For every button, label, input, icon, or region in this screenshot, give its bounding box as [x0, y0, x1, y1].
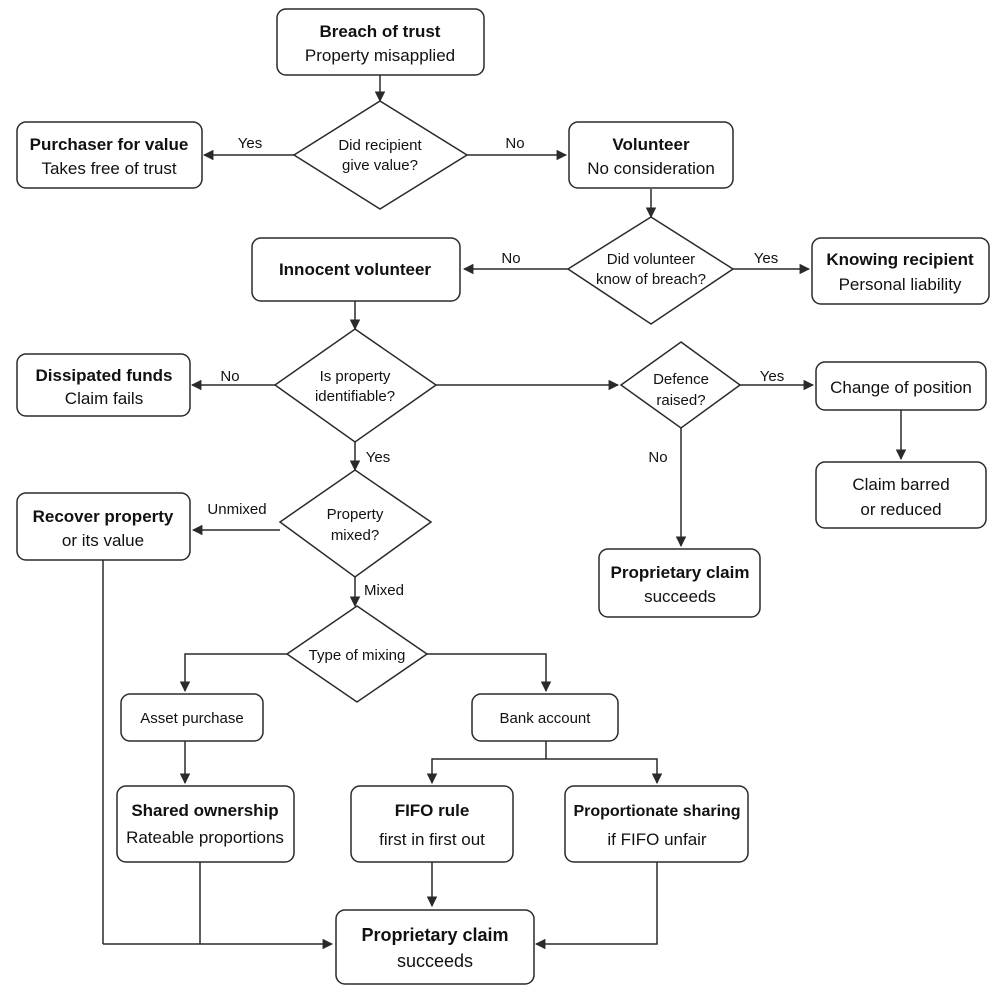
decision-line2: mixed? — [331, 527, 379, 544]
node-title: Proportionate sharing — [573, 803, 740, 820]
node-shared-ownership: Shared ownership Rateable proportions — [116, 785, 295, 863]
node-subtitle: Personal liability — [839, 275, 962, 294]
label-ident-no: No — [220, 368, 239, 385]
node-dissipated-funds: Dissipated funds Claim fails — [16, 353, 191, 417]
node-innocent-volunteer: Innocent volunteer — [251, 237, 461, 302]
decision-line1: Did volunteer — [607, 251, 695, 268]
label-know-no: No — [501, 250, 520, 267]
node-subtitle: first in first out — [379, 830, 485, 849]
node-line2: or reduced — [860, 500, 941, 519]
decision-line1: Is property — [320, 368, 391, 385]
decision-line2: raised? — [656, 392, 705, 409]
decision-gave-value: Did recipient give value? — [292, 100, 469, 210]
node-title: Shared ownership — [131, 801, 278, 820]
node-title: Knowing recipient — [826, 250, 974, 269]
decision-type-of-mixing: Type of mixing — [285, 605, 429, 703]
node-title: Dissipated funds — [36, 366, 173, 385]
node-subtitle: Property misapplied — [305, 46, 455, 65]
node-title: Recover property — [33, 507, 174, 526]
decision-property-mixed: Property mixed? — [278, 469, 433, 578]
edge-bank-to-fifo — [426, 758, 546, 785]
decision-line2: identifiable? — [315, 388, 395, 405]
node-proprietary-claim-final: Proprietary claim succeeds — [335, 909, 535, 985]
node-line1: Claim barred — [852, 475, 949, 494]
node-text: Bank account — [500, 710, 592, 727]
node-subtitle: No consideration — [587, 159, 715, 178]
node-volunteer: Volunteer No consideration — [568, 121, 734, 189]
node-breach-of-trust: Breach of trust Property misapplied — [276, 8, 485, 76]
decision-text: Type of mixing — [309, 647, 406, 664]
label-know-yes: Yes — [754, 250, 778, 267]
node-title: FIFO rule — [395, 801, 470, 820]
label-defence-no: No — [648, 449, 667, 466]
decision-knew-breach: Did volunteer know of breach? — [566, 216, 735, 325]
decision-line1: Property — [327, 506, 384, 523]
node-title: Purchaser for value — [30, 135, 189, 154]
node-proprietary-claim-right: Proprietary claim succeeds — [598, 548, 761, 618]
decision-line2: know of breach? — [596, 271, 706, 288]
node-knowing-recipient: Knowing recipient Personal liability — [811, 237, 990, 305]
node-subtitle: Takes free of trust — [41, 159, 176, 178]
node-subtitle: Claim fails — [65, 389, 143, 408]
node-recover-property: Recover property or its value — [16, 492, 191, 561]
node-text: Asset purchase — [140, 710, 243, 727]
node-subtitle: or its value — [62, 531, 144, 550]
node-purchaser-for-value: Purchaser for value Takes free of trust — [16, 121, 203, 189]
node-change-of-position: Change of position — [815, 361, 987, 411]
edge-to-bank-account — [425, 653, 552, 693]
decision-line1: Defence — [653, 371, 709, 388]
node-title: Innocent volunteer — [279, 260, 431, 279]
node-title: Proprietary claim — [611, 563, 750, 582]
node-subtitle: Rateable proportions — [126, 828, 284, 847]
edge-bank-to-proportionate — [546, 758, 663, 785]
edge-to-asset-purchase — [179, 653, 287, 693]
node-title: Breach of trust — [320, 22, 441, 41]
node-fifo-rule: FIFO rule first in first out — [350, 785, 514, 863]
label-mixed: Mixed — [364, 582, 404, 599]
label-unmixed: Unmixed — [207, 501, 266, 518]
node-title: Proprietary claim — [361, 925, 508, 945]
label-ident-yes: Yes — [366, 449, 390, 466]
node-subtitle: if FIFO unfair — [607, 830, 707, 849]
node-claim-barred: Claim barred or reduced — [815, 461, 987, 529]
decision-identifiable: Is property identifiable? — [273, 328, 438, 443]
node-bank-account: Bank account — [471, 693, 619, 742]
label-defence-yes: Yes — [760, 368, 784, 385]
label-value-no: No — [505, 135, 524, 152]
node-subtitle: succeeds — [644, 587, 716, 606]
decision-line2: give value? — [342, 157, 418, 174]
node-subtitle: succeeds — [397, 951, 473, 971]
node-title: Volunteer — [612, 135, 690, 154]
node-asset-purchase: Asset purchase — [120, 693, 264, 742]
connectors — [102, 75, 907, 950]
decision-defence-raised: Defence raised? — [619, 341, 742, 429]
node-proportionate-sharing: Proportionate sharing if FIFO unfair — [564, 785, 749, 863]
edge-labels: Yes No No Yes No Yes No Yes Unmixed Mixe… — [207, 135, 784, 599]
node-text: Change of position — [830, 378, 972, 397]
edge-proportionate-to-final — [534, 862, 658, 950]
decision-line1: Did recipient — [338, 137, 422, 154]
label-value-yes: Yes — [238, 135, 262, 152]
